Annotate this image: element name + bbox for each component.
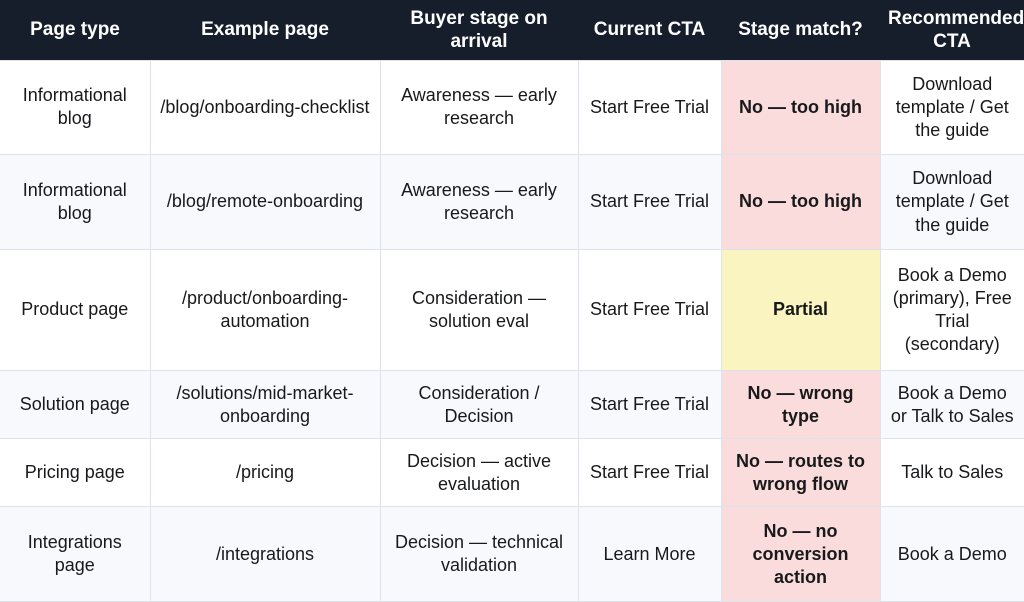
column-header-buyer-stage: Buyer stage on arrival	[410, 7, 548, 52]
cell-buyer_stage: Consideration / Decision	[379, 370, 578, 440]
cell-recommended_cta: Talk to Sales	[879, 438, 1024, 508]
cell-recommended_cta: Book a Demo (primary), Free Trial (secon…	[879, 248, 1024, 372]
cell-recommended_cta: Book a Demo or Talk to Sales	[879, 370, 1024, 440]
column-header-page-type: Page type	[30, 19, 120, 41]
table-header: Page type Example page Buyer stage on ar…	[0, 0, 1024, 60]
status-badge: No — routes to wrong flow	[720, 438, 880, 508]
status-badge: No — no conversion action	[720, 506, 880, 602]
table-row: Solution page/solutions/mid-market-onboa…	[0, 370, 1024, 440]
cell-example_page: /blog/remote-onboarding	[149, 154, 380, 250]
cell-current_cta: Start Free Trial	[577, 154, 721, 250]
column-header-current-cta: Current CTA	[593, 19, 706, 41]
cell-recommended_cta: Download template / Get the guide	[879, 59, 1024, 156]
cell-buyer_stage: Awareness — early research	[379, 154, 578, 250]
cell-current_cta: Start Free Trial	[577, 438, 721, 508]
cell-page_type: Integrations page	[0, 506, 150, 602]
cell-page_type: Informational blog	[0, 59, 150, 156]
cell-page_type: Informational blog	[0, 154, 150, 250]
table-body: Informational blog/blog/onboarding-check…	[0, 59, 1024, 602]
cell-current_cta: Start Free Trial	[577, 248, 721, 372]
status-badge: No — too high	[720, 59, 880, 156]
column-header-example-page: Example page	[201, 19, 329, 41]
cell-example_page: /blog/onboarding-checklist	[149, 59, 380, 156]
status-badge: Partial	[720, 248, 880, 372]
cell-example_page: /integrations	[149, 506, 380, 602]
cell-example_page: /pricing	[149, 438, 380, 508]
status-badge: No — too high	[720, 154, 880, 250]
cell-recommended_cta: Book a Demo	[879, 506, 1024, 602]
cell-current_cta: Start Free Trial	[577, 59, 721, 156]
cell-buyer_stage: Decision — technical validation	[379, 506, 578, 602]
table-row: Informational blog/blog/remote-onboardin…	[0, 154, 1024, 250]
cell-example_page: /solutions/mid-market-onboarding	[149, 370, 380, 440]
cell-buyer_stage: Decision — active evaluation	[379, 438, 578, 508]
cell-page_type: Product page	[0, 248, 150, 372]
table-row: Informational blog/blog/onboarding-check…	[0, 59, 1024, 156]
column-header-stage-match: Stage match?	[738, 19, 863, 41]
header-row: Page type Example page Buyer stage on ar…	[0, 0, 1024, 60]
cell-buyer_stage: Awareness — early research	[379, 59, 578, 156]
table-row: Product page/product/onboarding-automati…	[0, 248, 1024, 372]
cell-page_type: Solution page	[0, 370, 150, 440]
cell-page_type: Pricing page	[0, 438, 150, 508]
cell-recommended_cta: Download template / Get the guide	[879, 154, 1024, 250]
status-badge: No — wrong type	[720, 370, 880, 440]
cell-current_cta: Learn More	[577, 506, 721, 602]
cell-current_cta: Start Free Trial	[577, 370, 721, 440]
column-header-recommended-cta: Recommended CTA	[888, 7, 1024, 52]
cell-buyer_stage: Consideration — solution eval	[379, 248, 578, 372]
cell-example_page: /product/onboarding-automation	[149, 248, 380, 372]
